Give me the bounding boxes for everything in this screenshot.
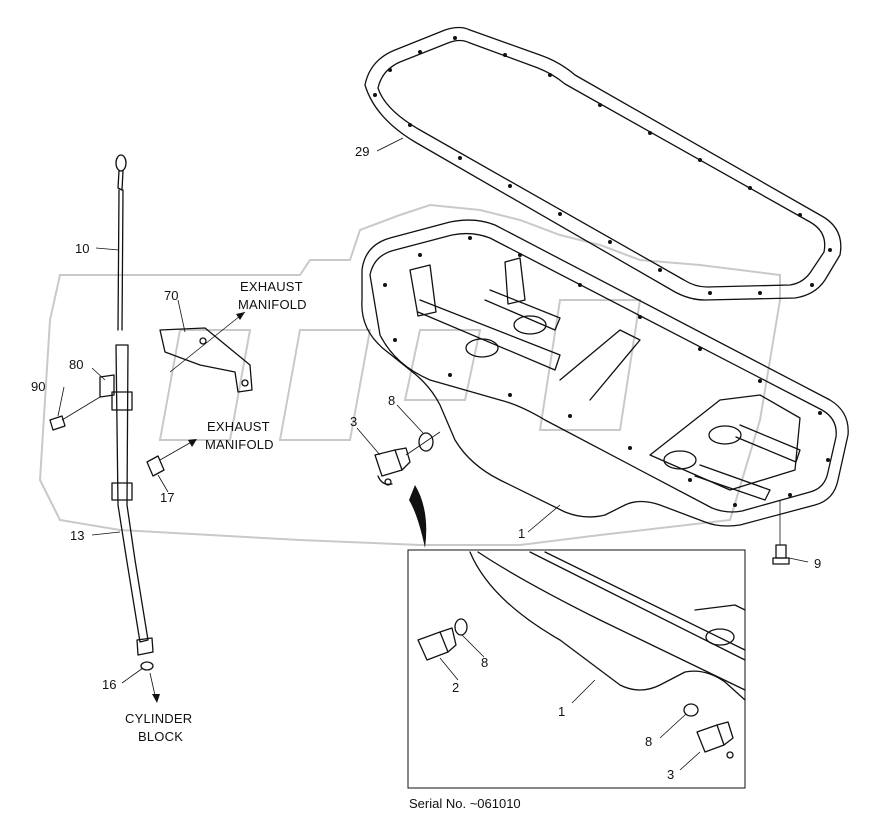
dipstick-tube-13 [111,344,154,656]
gasket-29 [364,26,842,301]
bracket-70 [159,327,253,393]
cylinder-block-label-a: CYLINDER [125,711,192,726]
callout-8-inset-a: 8 [481,655,488,670]
inset-box [407,549,746,789]
exhaust-manifold-label-1a: EXHAUST [240,279,303,294]
exhaust-manifold-label-1b: MANIFOLD [238,297,307,312]
inset-drain-plug-3 [696,721,734,759]
callout-1-inset: 1 [558,704,565,719]
callout-70: 70 [164,288,178,303]
clip-80 [99,374,115,398]
exhaust-manifold-label-2b: MANIFOLD [205,437,274,452]
callout-8: 8 [388,393,395,408]
callout-3: 3 [350,414,357,429]
callout-1: 1 [518,526,525,541]
inset-pointer [409,485,427,548]
fitting-17 [146,455,165,477]
callout-13: 13 [70,528,84,543]
leader-lines [57,137,809,684]
exhaust-manifold-label-2a: EXHAUST [207,419,270,434]
inset-drain-plug-2 [417,627,457,661]
callout-8-inset-b: 8 [645,734,652,749]
drain-plug-3 [374,447,411,486]
watermark [38,203,781,546]
callout-90: 90 [31,379,45,394]
dipstick-10 [115,154,127,331]
inset-o-ring-8a [454,618,468,636]
arrow-cylinder-block [149,672,160,703]
serial-note: Serial No. ~061010 [409,796,521,811]
bolt-90 [49,396,101,431]
inset-leader-lines [439,634,701,771]
callout-29: 29 [355,144,369,159]
oil-pan-flange-holes [383,236,830,507]
callout-10: 10 [75,241,89,256]
callout-2-inset: 2 [452,680,459,695]
callout-80: 80 [69,357,83,372]
arrow-exhaust-manifold-2 [159,439,197,461]
cylinder-block-label-b: BLOCK [138,729,183,744]
arrow-exhaust-manifold-1 [169,311,246,373]
callout-16: 16 [102,677,116,692]
callout-17: 17 [160,490,174,505]
callout-3-inset: 3 [667,767,674,782]
o-ring-8 [418,432,434,452]
oil-pan-1 [361,219,849,527]
callout-9: 9 [814,556,821,571]
bolt-9 [772,500,790,565]
gasket-bolt-holes [373,36,832,295]
inset-o-ring-8b [683,703,699,717]
o-ring-16 [140,661,154,671]
